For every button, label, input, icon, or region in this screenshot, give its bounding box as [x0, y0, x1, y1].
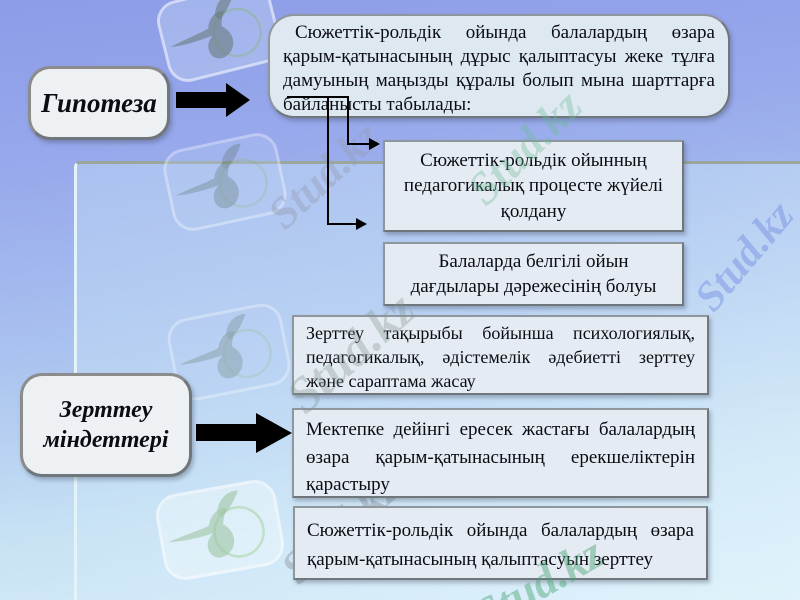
connector-arrowhead-1	[369, 138, 380, 150]
hypothesis-label-box: Гипотеза	[28, 66, 170, 140]
connector-branch-2	[327, 223, 358, 225]
condition-box-1: Сюжеттік-рольдік ойынның педагогикалық п…	[383, 140, 684, 232]
task-box-3: Сюжеттік-рольдік ойында балалардың өзара…	[293, 506, 708, 580]
task-box-2: Мектепке дейінгі ересек жастағы балалард…	[292, 408, 709, 498]
task-box-1: Зерттеу тақырыбы бойынша психологиялық, …	[292, 315, 709, 395]
condition-box-2: Балаларда белгілі ойын дағдылары дәрежес…	[383, 242, 684, 306]
connector-branch-1	[347, 143, 371, 145]
connector-vertical-2	[327, 96, 329, 225]
studkz-logo-icon	[157, 0, 281, 82]
connector-horizontal-line	[287, 96, 349, 98]
tasks-label-box: Зерттеу міндеттері	[20, 373, 192, 477]
connector-vertical-1	[347, 96, 349, 145]
connector-arrowhead-2	[356, 218, 367, 230]
hypothesis-statement-box: Сюжеттік-рольдік ойында балалардың өзара…	[268, 14, 730, 118]
